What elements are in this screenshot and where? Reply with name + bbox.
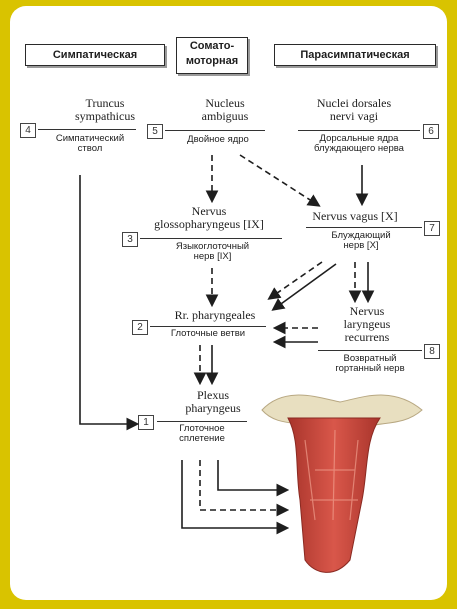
pharynx-illustration [262, 395, 422, 572]
